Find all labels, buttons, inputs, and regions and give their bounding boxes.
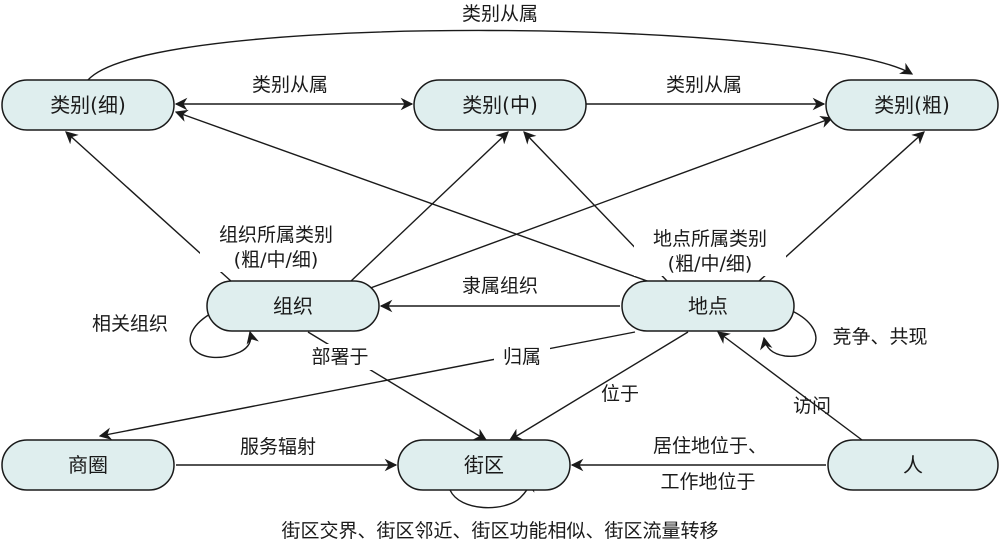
node-category-coarse: 类别(粗) [825,79,999,131]
node-place-label: 地点 [688,294,728,318]
label-mid-coarse: 类别从属 [666,74,742,96]
label-org-self: 相关组织 [92,313,168,335]
edge-place-fine [174,109,651,283]
label-block-self: 街区交界、街区邻近、街区功能相似、街区流量转移 [281,520,718,542]
label-place-cat-line1: 地点所属类别 [653,228,767,250]
node-place: 地点 [621,280,795,332]
label-person-place: 访问 [793,395,831,417]
node-organization-label: 组织 [273,294,313,318]
label-place-self: 竞争、共现 [832,326,927,348]
label-person-block-line1: 居住地位于、 [653,435,767,457]
node-category-mid-label: 类别(中) [462,93,538,117]
edge-person-place [716,331,863,441]
edge-org-mid [349,131,509,283]
edge-top-arc [87,29,914,81]
label-place-cat-line2: (粗/中/细) [668,253,753,275]
edges [65,29,925,509]
node-business-district-label: 商圈 [68,453,108,477]
label-org-block: 部署于 [311,346,368,368]
node-category-fine-label: 类别(细) [50,93,126,117]
label-district-block: 服务辐射 [240,436,316,458]
node-category-mid: 类别(中) [413,79,587,131]
edge-place-self-loop [760,309,817,357]
label-top-arc: 类别从属 [462,3,538,25]
edge-place-block [508,331,689,441]
label-place-org: 隶属组织 [462,275,538,297]
label-place-district: 归属 [503,346,541,368]
edge-org-coarse [364,116,834,291]
edge-labels: 类别从属 类别从属 类别从属 组织所属类别 (粗/中/细) 地点所属类别 (粗/… [92,3,928,542]
node-block-label: 街区 [464,453,504,477]
node-organization: 组织 [206,280,380,332]
nodes: 类别(细) 类别(中) 类别(粗) 组织 地点 商圈 街区 人 [1,79,999,491]
node-person: 人 [827,439,999,491]
label-org-cat-line2: (粗/中/细) [234,249,319,271]
label-place-block: 位于 [601,383,639,405]
node-person-label: 人 [903,453,923,477]
label-fine-mid: 类别从属 [252,74,328,96]
node-block: 街区 [397,439,571,491]
label-person-block-line2: 工作地位于 [660,471,755,493]
edge-org-self-loop [189,313,259,359]
label-org-cat-line1: 组织所属类别 [219,224,333,246]
node-category-fine: 类别(细) [1,79,175,131]
node-category-coarse-label: 类别(粗) [874,93,950,117]
node-business-district: 商圈 [1,439,175,491]
